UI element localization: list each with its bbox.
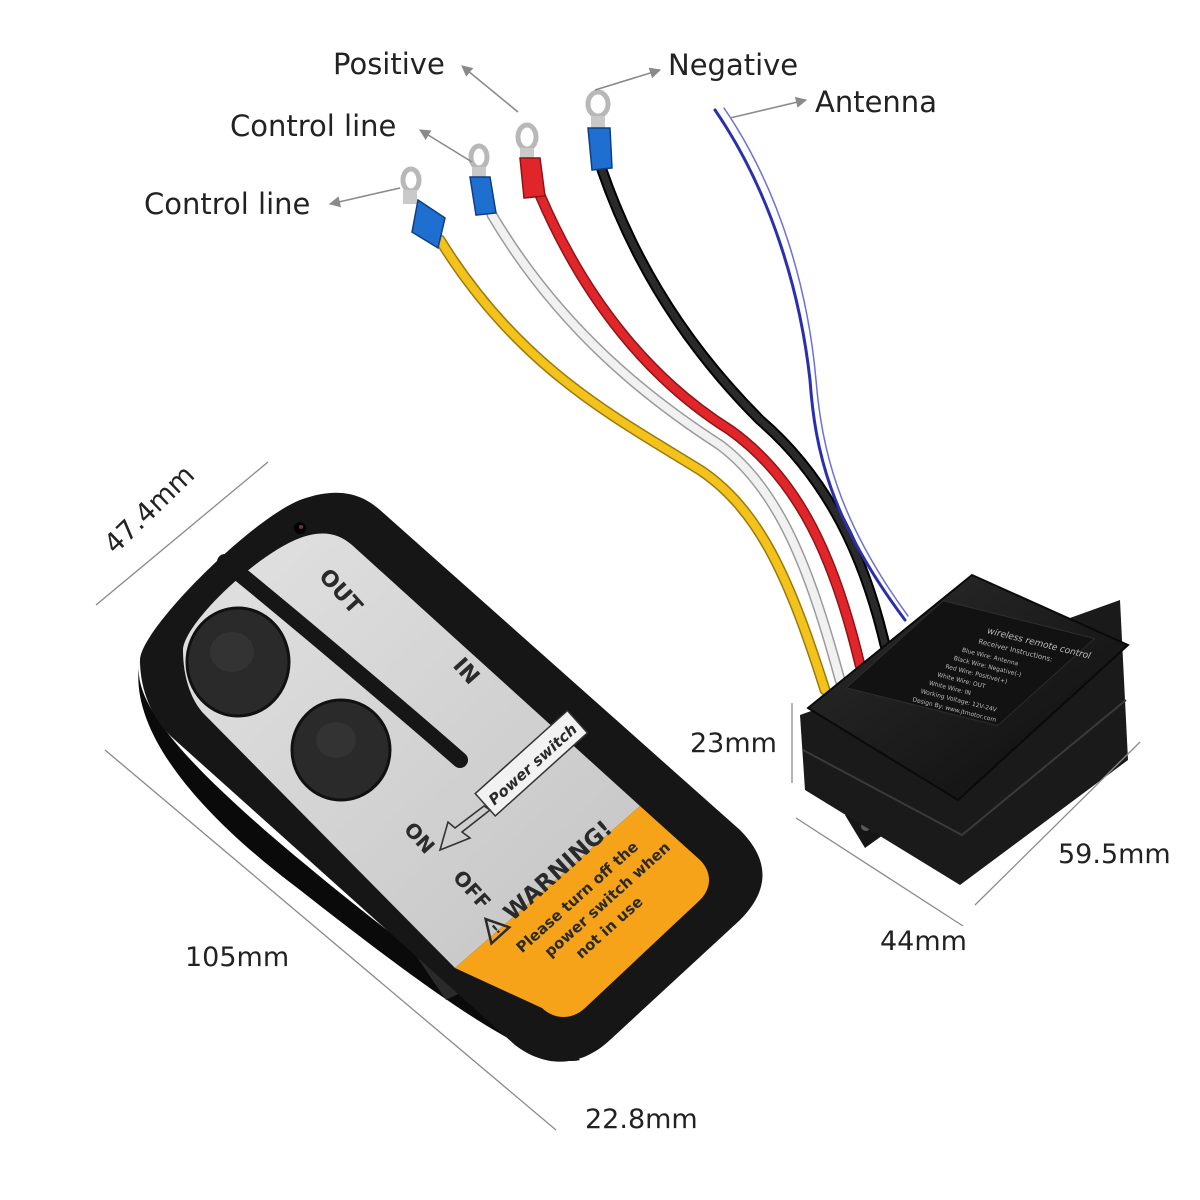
label-positive: Positive <box>333 47 445 81</box>
warning-triangle-icon <box>483 917 512 946</box>
dim-receiver-length: 59.5mm <box>1058 839 1171 870</box>
remote-face-panel <box>183 533 640 968</box>
warning-panel <box>455 806 709 1017</box>
wire-bundle <box>434 107 909 696</box>
power-switch-label-box <box>474 709 589 817</box>
callout-arrows <box>328 65 808 208</box>
dim-remote-thickness: 22.8mm <box>585 1104 698 1135</box>
dimension-lines <box>95 461 1141 1131</box>
ring-terminal-negative <box>585 89 613 171</box>
blue-antenna-wire <box>713 108 907 622</box>
label-antenna: Antenna <box>815 85 937 119</box>
remote-control: OUT IN ON OFF Power switch ! WARNING! Pl… <box>138 492 763 1062</box>
ring-terminal-positive <box>515 122 546 199</box>
receiver-box: wireless remote control Receiver Instruc… <box>800 573 1130 885</box>
dim-receiver-width: 44mm <box>880 926 967 957</box>
label-control-line-lower: Control line <box>144 187 310 221</box>
switch-arrow-icon <box>438 805 492 852</box>
label-negative: Negative <box>668 48 798 82</box>
dim-receiver-height: 23mm <box>690 728 777 759</box>
label-control-line-upper: Control line <box>230 109 396 143</box>
dim-remote-length: 105mm <box>185 942 289 973</box>
dim-remote-width: 47.4mm <box>98 459 201 560</box>
ring-terminal-control-lower <box>400 166 446 250</box>
ring-terminal-control-upper <box>468 143 497 216</box>
